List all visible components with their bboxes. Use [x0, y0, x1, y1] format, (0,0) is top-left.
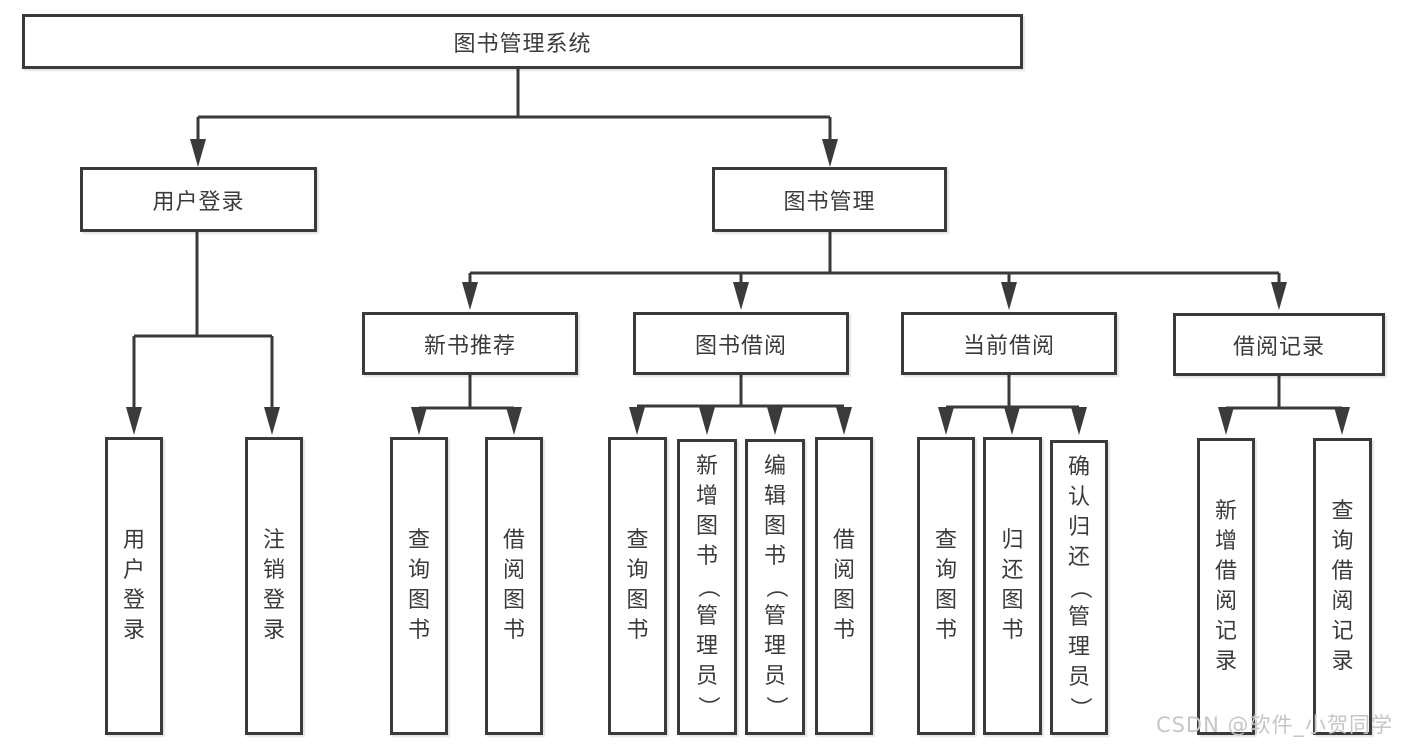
watermark: CSDN @软件_小贺同学	[1155, 713, 1393, 737]
arrowhead-icon	[462, 282, 478, 310]
arrowhead-icon	[1004, 407, 1020, 435]
arrowhead-icon	[629, 407, 645, 435]
node-user-login-label: 用户登录	[152, 189, 245, 215]
leaf-edit-book-admin-label: 编辑图书（管理员）	[762, 454, 788, 719]
node-new-book-recommendation: 新书推荐	[362, 312, 578, 375]
arrowhead-icon	[190, 139, 206, 167]
leaf-add-book-admin-label: 新增图书（管理员）	[694, 454, 720, 719]
arrowhead-icon	[506, 407, 522, 435]
arrowhead-icon	[1271, 282, 1287, 310]
node-borrowing-records: 借阅记录	[1173, 313, 1385, 376]
node-book-management-label: 图书管理	[783, 189, 876, 215]
leaf-search-books-recommend-label: 查询图书	[407, 528, 430, 643]
arrowhead-icon	[1001, 282, 1017, 310]
node-new-book-recommendation-label: 新书推荐	[423, 333, 516, 359]
leaf-user-login-label: 用户登录	[122, 528, 145, 643]
arrowhead-icon	[767, 407, 783, 435]
leaf-borrow-books-recommend-label: 借阅图书	[502, 528, 525, 643]
node-current-borrowing-label: 当前借阅	[962, 333, 1055, 359]
leaf-logout-label: 注销登录	[262, 528, 285, 643]
node-current-borrowing: 当前借阅	[901, 312, 1117, 375]
leaf-return-book-label: 归还图书	[1001, 528, 1024, 643]
leaf-search-books-current: 查询图书	[917, 437, 975, 735]
leaf-borrow-books-borrowing-label: 借阅图书	[832, 528, 855, 643]
arrowhead-icon	[411, 407, 427, 435]
arrowhead-icon	[938, 407, 954, 435]
arrowhead-icon	[126, 407, 142, 435]
arrowhead-icon	[733, 282, 749, 310]
arrowhead-icon	[264, 407, 280, 435]
node-book-borrowing: 图书借阅	[633, 312, 849, 375]
arrowhead-icon	[1218, 407, 1234, 435]
leaf-search-borrow-record-label: 查询借阅记录	[1331, 498, 1354, 674]
node-user-login: 用户登录	[80, 167, 317, 232]
leaf-confirm-return-admin: 确认归还（管理员）	[1050, 440, 1108, 735]
node-book-borrowing-label: 图书借阅	[694, 333, 787, 359]
leaf-borrow-books-recommend: 借阅图书	[485, 437, 543, 735]
leaf-edit-book-admin: 编辑图书（管理员）	[745, 439, 805, 735]
leaf-search-books-borrowing-label: 查询图书	[626, 528, 649, 643]
node-root-label: 图书管理系统	[453, 31, 592, 57]
leaf-search-borrow-record: 查询借阅记录	[1313, 438, 1372, 735]
arrowhead-icon	[836, 407, 852, 435]
node-borrowing-records-label: 借阅记录	[1232, 334, 1325, 360]
arrowhead-icon	[699, 407, 715, 435]
leaf-user-login: 用户登录	[105, 437, 163, 735]
arrowhead-icon	[1071, 407, 1087, 435]
arrowhead-icon	[822, 139, 838, 167]
leaf-search-books-borrowing: 查询图书	[608, 437, 667, 735]
leaf-add-borrow-record: 新增借阅记录	[1197, 438, 1255, 735]
node-root: 图书管理系统	[22, 14, 1023, 69]
leaf-search-books-recommend: 查询图书	[390, 437, 448, 735]
leaf-confirm-return-admin-label: 确认归还（管理员）	[1066, 454, 1092, 719]
leaf-logout: 注销登录	[245, 437, 303, 735]
leaf-add-book-admin: 新增图书（管理员）	[677, 439, 737, 735]
leaf-add-borrow-record-label: 新增借阅记录	[1214, 498, 1237, 674]
arrowhead-icon	[1334, 407, 1350, 435]
leaf-search-books-current-label: 查询图书	[934, 528, 957, 643]
node-book-management: 图书管理	[712, 167, 947, 232]
leaf-return-book: 归还图书	[983, 437, 1042, 735]
leaf-borrow-books-borrowing: 借阅图书	[815, 437, 873, 735]
